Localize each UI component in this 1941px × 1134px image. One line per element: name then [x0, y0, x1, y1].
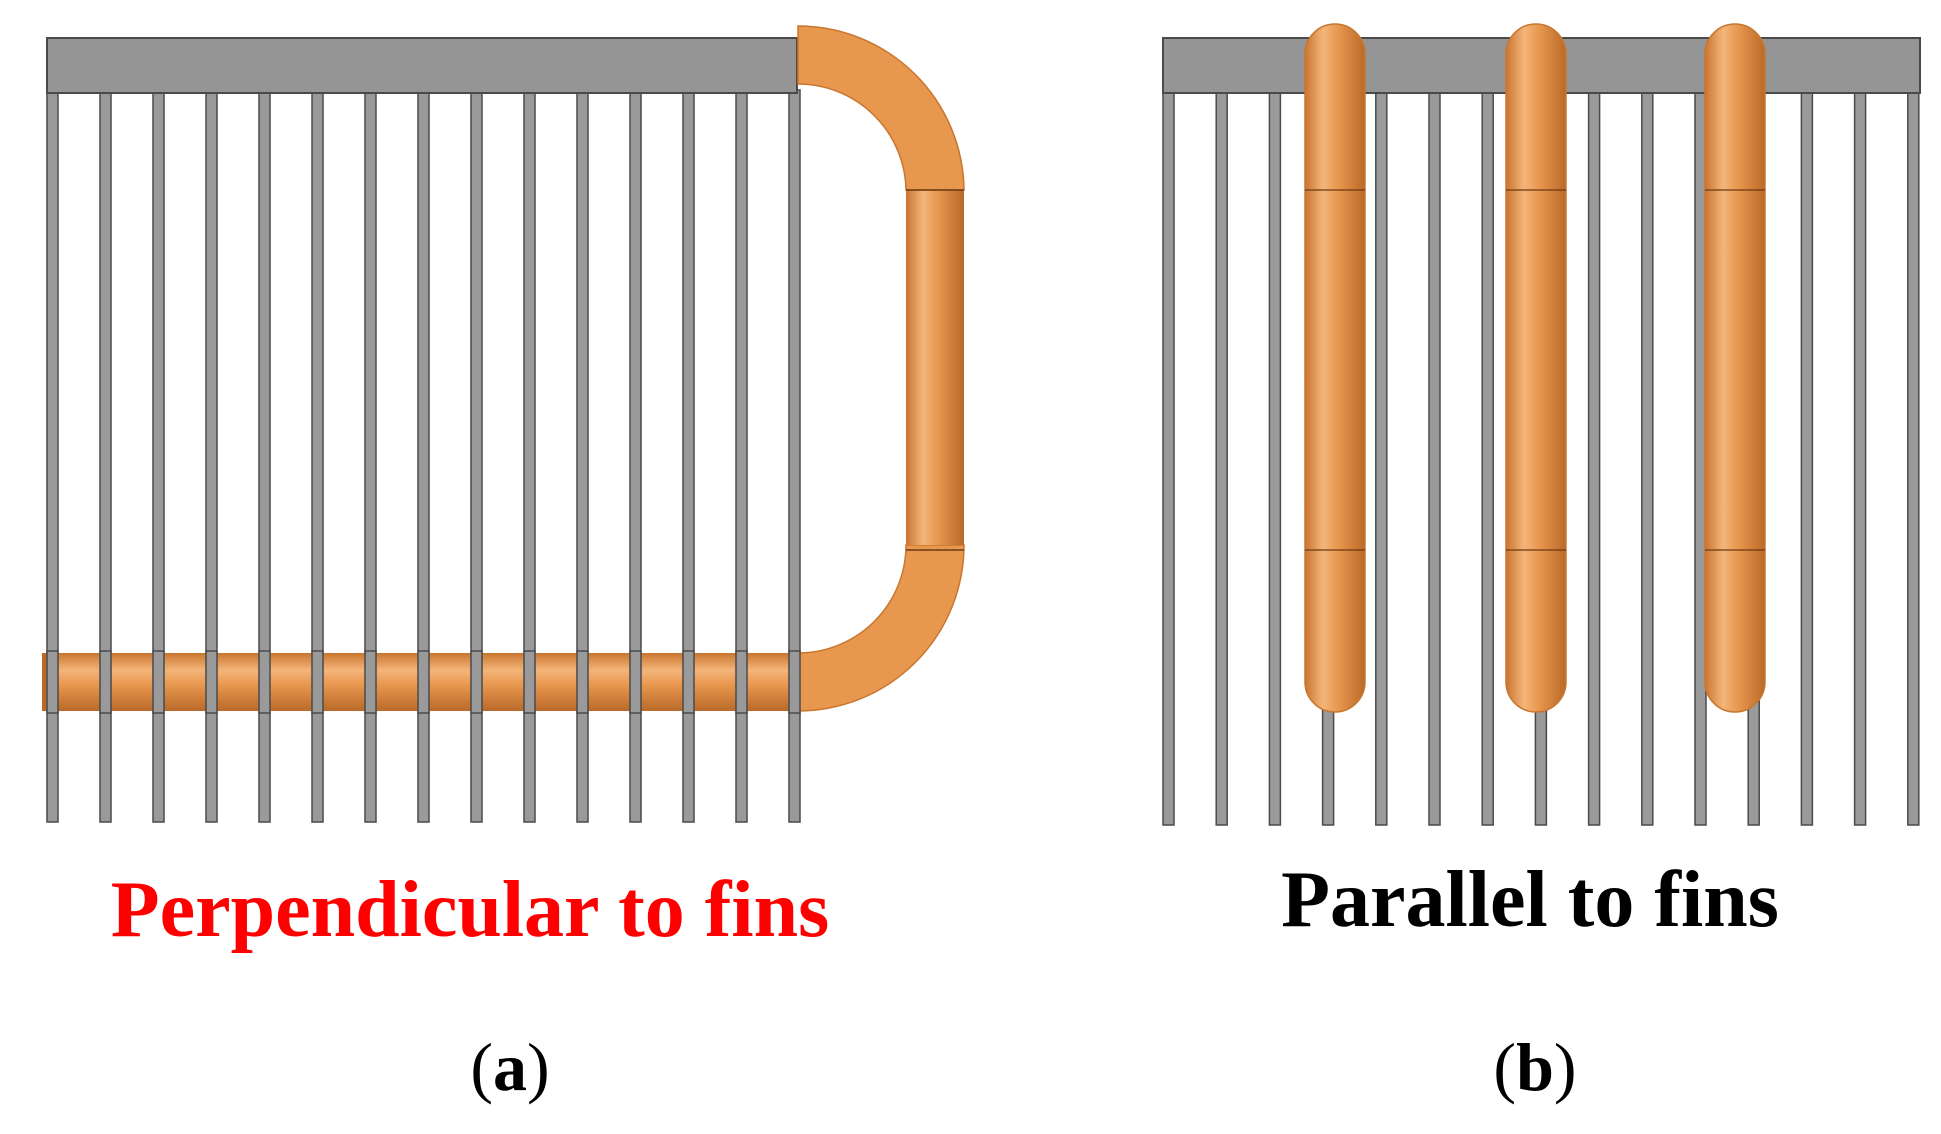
- panel-a-fin-front-segment: [523, 650, 536, 714]
- panel-b-fin: [1800, 89, 1814, 826]
- panel-b-label: (b): [1493, 1029, 1577, 1105]
- panel-b-fin: [1907, 89, 1920, 826]
- panel-b-heat-pipe: [1505, 23, 1567, 713]
- panel-b-fin: [1587, 89, 1601, 826]
- panel-b-heat-pipe: [1304, 23, 1366, 713]
- panel-a-fin-front-segment: [258, 650, 271, 714]
- panel-a-heat-sink: [42, 25, 965, 823]
- panel-a-fin-front-segment: [576, 650, 589, 714]
- panel-a-fin-front-segment: [99, 650, 112, 714]
- panel-a-pipe-vertical-section: [906, 190, 964, 545]
- panel-a-heat-pipe: [42, 25, 965, 712]
- panel-a-fin-front-segment: [788, 650, 801, 714]
- panel-a-fin-front-segment: [152, 650, 165, 714]
- panel-a-caption: Perpendicular to fins: [110, 866, 830, 954]
- panel-b-fin: [1162, 89, 1175, 826]
- panel-a-fin-front-segment: [417, 650, 430, 714]
- panel-a-fin-front-segment: [470, 650, 483, 714]
- panel-a-fin-front-segment: [364, 650, 377, 714]
- panel-b-caption: Parallel to fins: [1281, 856, 1779, 944]
- panel-a-pipe-end-cap: [42, 653, 48, 711]
- panel-a-fin-front-segment: [682, 650, 695, 714]
- panel-a-fin-front-segment: [205, 650, 218, 714]
- panel-a-fin-front-segment: [735, 650, 748, 714]
- panel-a-label: (a): [470, 1029, 550, 1105]
- panel-b-heat-sink: [1162, 23, 1921, 826]
- panel-b-fin: [1268, 89, 1282, 826]
- panel-a-base-plate: [46, 37, 798, 94]
- panel-b-fin: [1481, 89, 1494, 826]
- panel-a-pipe-bottom-bend: [797, 544, 965, 712]
- panel-a-fin-front-segment: [629, 650, 642, 714]
- panel-b-label-letter: b: [1516, 1029, 1554, 1105]
- panel-a-fins-front: [46, 650, 801, 714]
- panel-b-fin: [1641, 89, 1654, 826]
- panel-a-pipe-top-bend: [797, 25, 965, 191]
- panel-a-label-letter: a: [493, 1029, 527, 1105]
- panel-b-fin: [1375, 89, 1388, 826]
- panel-b-heat-pipe: [1704, 23, 1766, 713]
- panel-a-fin-front-segment: [311, 650, 324, 714]
- panel-b-fin: [1428, 89, 1441, 826]
- panel-b-heat-pipes: [1304, 23, 1766, 713]
- panel-a-fin-front-segment: [46, 650, 59, 714]
- panel-b-fin: [1853, 89, 1867, 826]
- panel-b-fin: [1215, 89, 1228, 826]
